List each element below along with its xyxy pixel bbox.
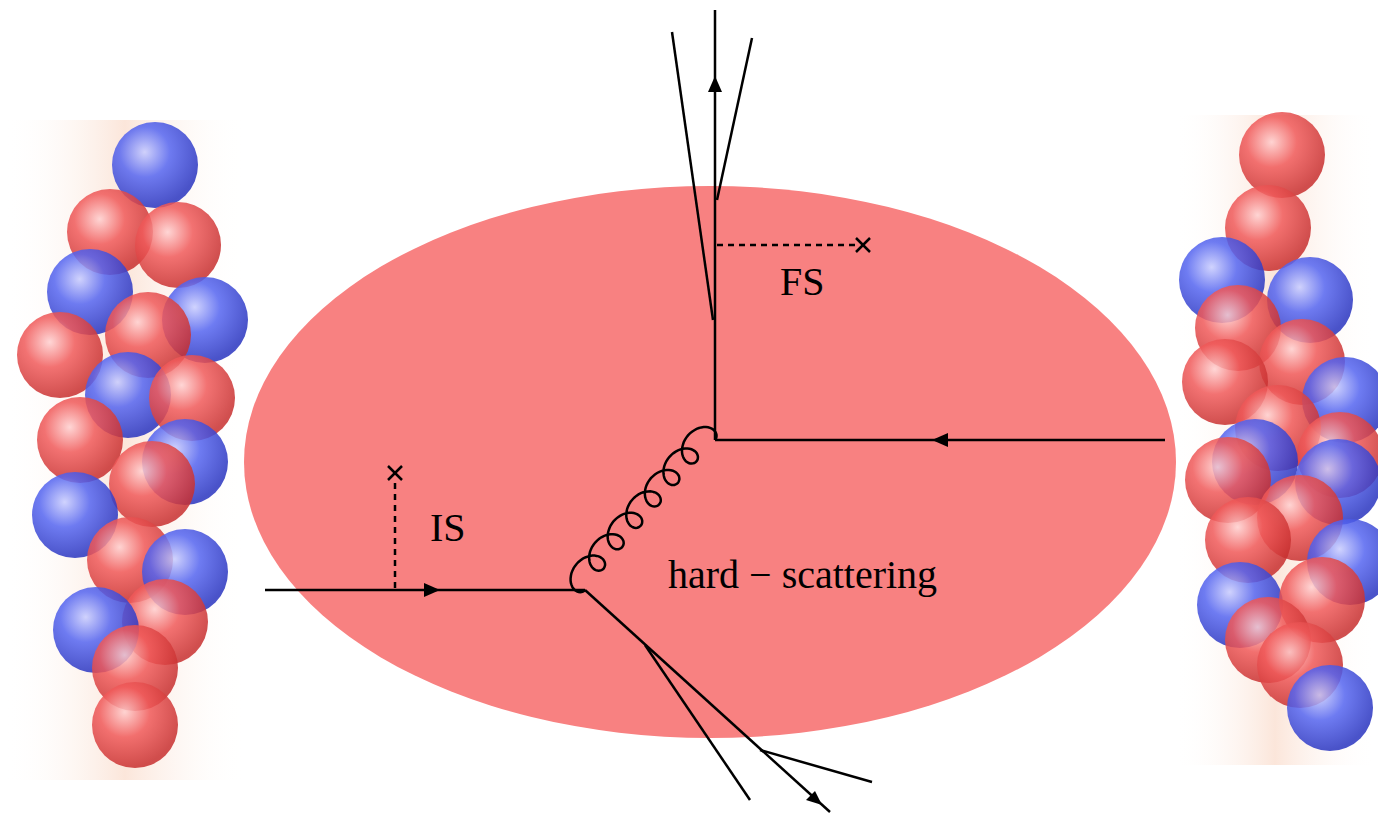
nucleon-sphere	[135, 202, 221, 288]
hard-scattering-region	[244, 186, 1176, 738]
arrowheads	[424, 76, 948, 805]
insertions	[388, 238, 870, 588]
nucleus-glow	[5, 120, 245, 780]
initial-state-label: IS	[430, 508, 466, 548]
nucleon-sphere	[37, 397, 123, 483]
process-label: hard − scattering	[668, 555, 937, 595]
feynman-lines	[265, 10, 1165, 812]
nucleon-sphere	[92, 682, 178, 768]
final-state-label: FS	[780, 262, 825, 302]
nucleon-sphere	[1239, 112, 1325, 198]
nucleon-sphere	[1287, 665, 1373, 751]
nucleon-sphere	[109, 441, 195, 527]
